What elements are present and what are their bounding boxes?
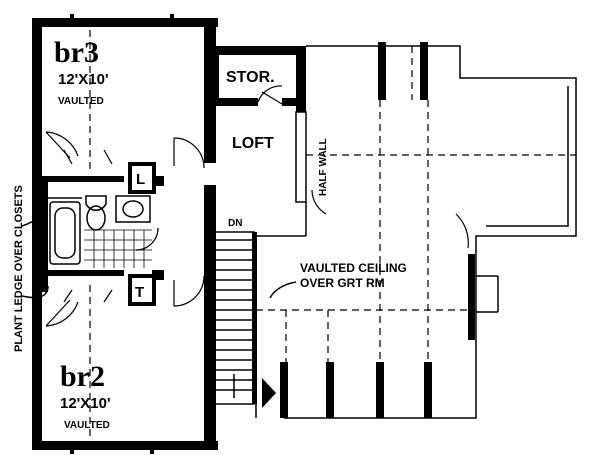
plant-ledge-label: PLANT LEDGE OVER CLOSETS — [13, 185, 25, 352]
bathroom — [48, 195, 152, 268]
great-room-outline — [255, 42, 577, 419]
half-wall-label: HALF WALL — [318, 138, 329, 196]
stair — [213, 231, 276, 408]
br2-name: br2 — [60, 360, 105, 393]
vaulted-ceiling-label-2: OVER GRT RM — [300, 276, 385, 290]
loft-walls — [210, 46, 307, 203]
down-label: DN — [228, 218, 242, 229]
br3-name: br3 — [54, 36, 99, 69]
toilet-closet-label: T — [135, 284, 144, 301]
br3-size: 12'X10' — [58, 71, 109, 88]
br2-size: 12'X10' — [60, 395, 111, 412]
br2-note: VAULTED — [64, 420, 110, 431]
vaulted-ceiling-label-1: VAULTED CEILING — [300, 261, 407, 275]
door-swings — [45, 85, 469, 327]
stor-label: STOR. — [226, 69, 275, 86]
vault-dashed-lines — [89, 30, 576, 440]
linen-closet-label: L — [136, 171, 145, 188]
leader-arrows — [21, 199, 297, 299]
br3-note: VAULTED — [58, 96, 104, 107]
loft-label: LOFT — [232, 135, 274, 152]
